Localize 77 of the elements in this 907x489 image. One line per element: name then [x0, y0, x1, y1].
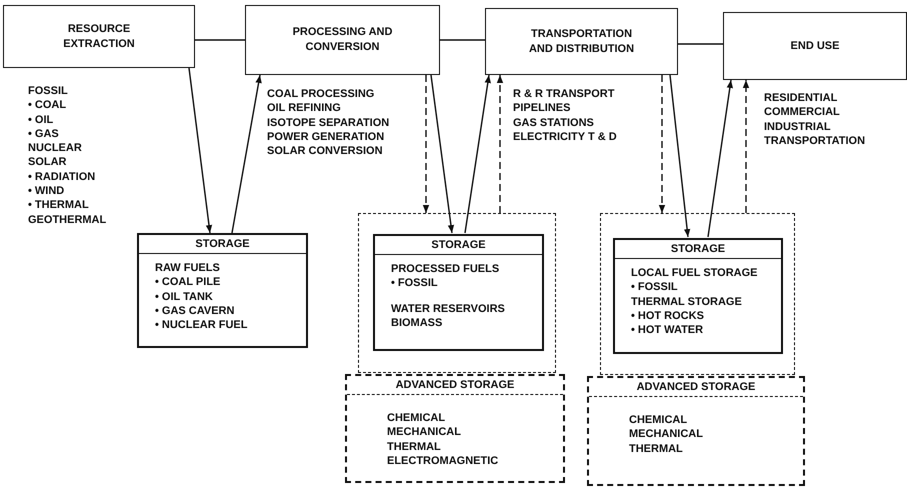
arrow — [188, 68, 212, 234]
connector-line — [195, 39, 245, 41]
storage-box — [137, 233, 308, 348]
category-item: GAS STATIONS — [513, 116, 594, 130]
advanced-storage-box — [587, 376, 805, 486]
category-item: NUCLEAR — [28, 141, 82, 156]
storage-item: • COAL PILE — [155, 275, 220, 290]
storage-item: WATER RESERVOIRS — [391, 302, 505, 316]
storage-item: • GAS CAVERN — [155, 304, 234, 318]
stage-title: RESOURCE EXTRACTION — [62, 22, 136, 52]
arrow — [464, 74, 491, 234]
category-item: • WIND — [28, 184, 64, 198]
stage-box — [245, 5, 440, 75]
category-item: ELECTRICITY T & D — [513, 130, 617, 144]
dashed-boundary — [358, 213, 556, 373]
category-item: SOLAR CONVERSION — [267, 144, 383, 158]
category-item: COMMERCIAL — [764, 105, 840, 120]
category-item: RESIDENTIAL — [764, 91, 838, 106]
dashed-arrow — [658, 75, 666, 213]
arrow — [231, 74, 262, 234]
storage-item: MECHANICAL — [387, 425, 461, 440]
connector-line — [678, 43, 723, 45]
category-item: • THERMAL — [28, 198, 89, 213]
storage-item: • FOSSIL — [391, 276, 438, 291]
dashed-boundary — [600, 213, 795, 375]
category-item: • COAL — [28, 98, 66, 113]
dashed-arrow — [742, 80, 750, 213]
storage-item: • OIL TANK — [155, 290, 213, 304]
category-item: PIPELINES — [513, 101, 570, 116]
dashed-arrow — [422, 75, 430, 213]
box-heading: STORAGE — [375, 236, 542, 255]
storage-item: THERMAL STORAGE — [631, 294, 742, 309]
category-item: GEOTHERMAL — [28, 212, 106, 227]
stage-title: TRANSPORTATION AND DISTRIBUTION — [528, 26, 636, 56]
category-item: INDUSTRIAL — [764, 120, 831, 134]
storage-item: • NUCLEAR FUEL — [155, 318, 248, 332]
storage-item: PROCESSED FUELS — [391, 262, 500, 276]
storage-item: LOCAL FUEL STORAGE — [631, 266, 758, 280]
storage-item: CHEMICAL — [629, 413, 688, 428]
storage-item: CHEMICAL — [387, 411, 446, 426]
storage-item: ELECTROMAGNETIC — [387, 454, 498, 468]
category-item: POWER GENERATION — [267, 130, 384, 144]
storage-item: THERMAL — [629, 442, 683, 456]
category-item: ISOTOPE SEPARATION — [267, 116, 390, 130]
storage-item: RAW FUELS — [155, 261, 220, 276]
box-heading: ADVANCED STORAGE — [347, 376, 563, 395]
storage-item: • FOSSIL — [631, 280, 678, 295]
box-heading: STORAGE — [615, 240, 781, 259]
category-item: • GAS — [28, 126, 59, 142]
stage-title: PROCESSING AND CONVERSION — [292, 25, 392, 55]
storage-item: • HOT ROCKS — [631, 308, 704, 324]
arrow — [669, 74, 690, 238]
storage-item: THERMAL — [387, 440, 441, 454]
category-item: OIL REFINING — [267, 101, 341, 116]
storage-item: • HOT WATER — [631, 323, 704, 338]
box-heading: ADVANCED STORAGE — [589, 378, 803, 397]
category-item: SOLAR — [28, 155, 66, 170]
category-item: COAL PROCESSING — [267, 87, 374, 102]
connector-line — [440, 39, 485, 41]
category-item: FOSSIL — [28, 84, 68, 98]
stage-box — [485, 8, 678, 75]
storage-item: BIOMASS — [391, 316, 442, 330]
category-item: • RADIATION — [28, 170, 96, 184]
stage-box — [723, 12, 907, 80]
storage-item: MECHANICAL — [629, 427, 703, 442]
arrow — [430, 74, 454, 234]
category-item: TRANSPORTATION — [764, 134, 866, 148]
advanced-storage-box — [345, 374, 565, 483]
dashed-arrow — [496, 75, 504, 213]
box-heading: STORAGE — [139, 235, 306, 254]
stage-title: END USE — [790, 38, 840, 54]
category-item: R & R TRANSPORT — [513, 87, 614, 102]
category-item: • OIL — [28, 112, 54, 127]
arrow — [707, 80, 733, 238]
storage-box — [613, 238, 783, 354]
stage-box — [3, 5, 195, 68]
storage-box — [373, 234, 544, 351]
